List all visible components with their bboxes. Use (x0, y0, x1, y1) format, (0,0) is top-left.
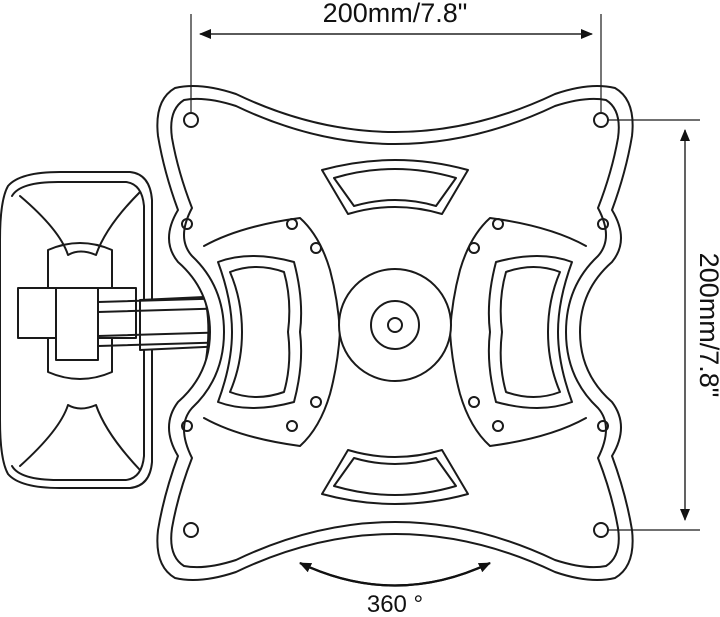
rotation-arrow (299, 562, 491, 587)
height-dimension-label: 200mm/7.8" (694, 253, 720, 398)
width-dimension-label: 200mm/7.8" (323, 0, 468, 28)
vesa-plate (156, 85, 634, 581)
rotation-label: 360 ° (367, 591, 423, 617)
width-dimension (190, 14, 602, 112)
height-dimension (608, 119, 700, 531)
